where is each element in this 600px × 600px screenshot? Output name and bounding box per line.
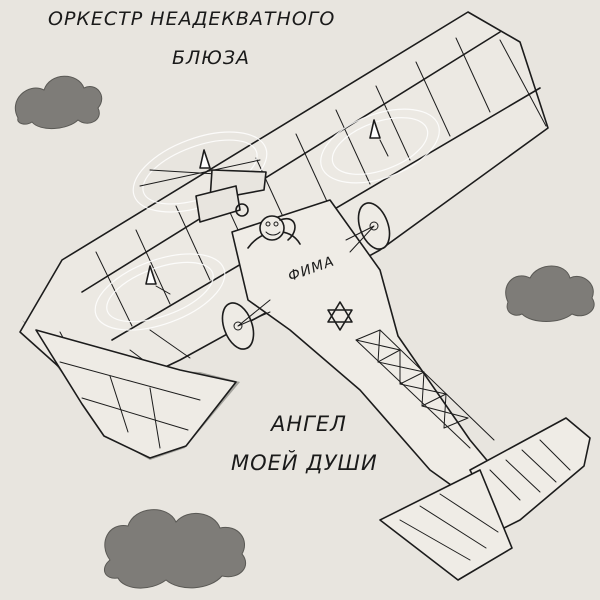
cloud-icon <box>14 75 103 129</box>
lower-wing <box>35 329 237 459</box>
cloud-icon <box>103 509 247 589</box>
engine-nacelle <box>195 185 249 223</box>
album-title-line-2: МОЕЙ ДУШИ <box>231 451 378 475</box>
cloud-icon <box>505 265 595 322</box>
album-title-line-1: АНГЕЛ <box>271 412 347 436</box>
propeller-icon <box>94 253 226 331</box>
band-name-line-1: ОРКЕСТР НЕАДЕКВАТНОГО <box>48 8 336 30</box>
tail <box>379 417 591 581</box>
upper-wing <box>19 11 549 401</box>
fuselage <box>231 199 521 521</box>
propeller-icon <box>320 108 440 184</box>
star-of-david-icon <box>327 301 353 331</box>
band-name-line-2: БЛЮЗА <box>172 47 251 69</box>
pilot-face-icon <box>259 215 296 241</box>
landing-gear <box>221 202 391 350</box>
